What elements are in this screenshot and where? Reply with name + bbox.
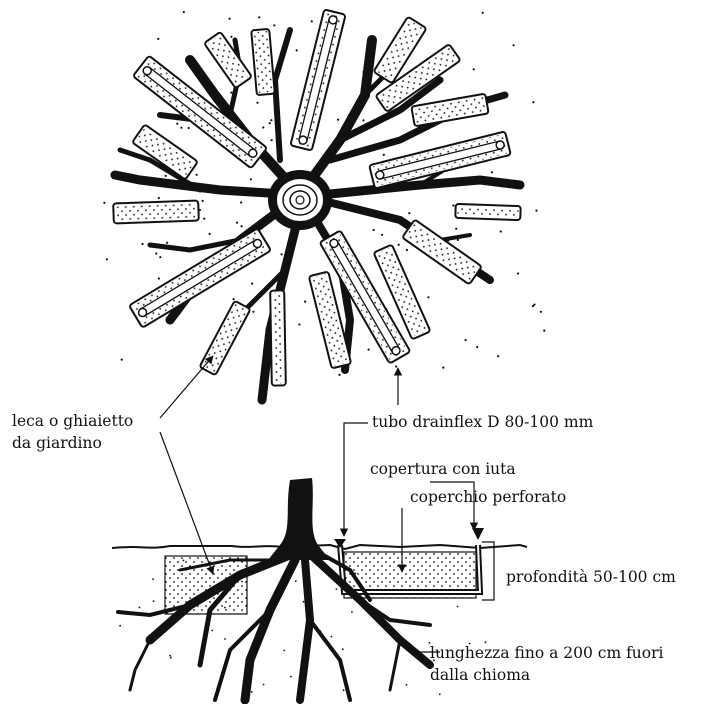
label-leca: leca o ghiaietto da giardino <box>12 410 133 454</box>
gravel-trench <box>113 201 199 224</box>
gravel-trench <box>270 290 286 385</box>
gravel-trench <box>290 9 345 150</box>
label-leca-line1: leca o ghiaietto <box>12 410 133 432</box>
label-leca-line2: da giardino <box>12 432 133 454</box>
gravel-trench <box>402 219 482 284</box>
top-view <box>103 9 545 400</box>
label-coperchio: coperchio perforato <box>410 486 566 508</box>
bracket-profondita <box>482 542 494 600</box>
trunk-top-view <box>268 170 332 230</box>
leader-tube-side <box>344 423 368 536</box>
gravel-trench <box>411 94 488 127</box>
gravel-trench <box>455 204 520 220</box>
pipe-cap-right <box>472 528 484 540</box>
label-lunghezza-line1: lunghezza fino a 200 cm fuori <box>430 642 663 664</box>
gravel-trench <box>204 32 252 89</box>
label-lunghezza-line2: dalla chioma <box>430 664 663 686</box>
arrow-to-side-trench <box>160 432 213 574</box>
gravel-trench <box>251 29 275 95</box>
arrow-to-top-trench <box>160 356 213 418</box>
gravel-trench <box>199 301 250 376</box>
trunk-side <box>268 478 330 560</box>
label-profondita: profondità 50-100 cm <box>506 566 676 588</box>
label-lunghezza: lunghezza fino a 200 cm fuori dalla chio… <box>430 642 663 686</box>
label-tubo: tubo drainflex D 80-100 mm <box>372 411 593 433</box>
label-copertura: copertura con iuta <box>370 458 516 480</box>
